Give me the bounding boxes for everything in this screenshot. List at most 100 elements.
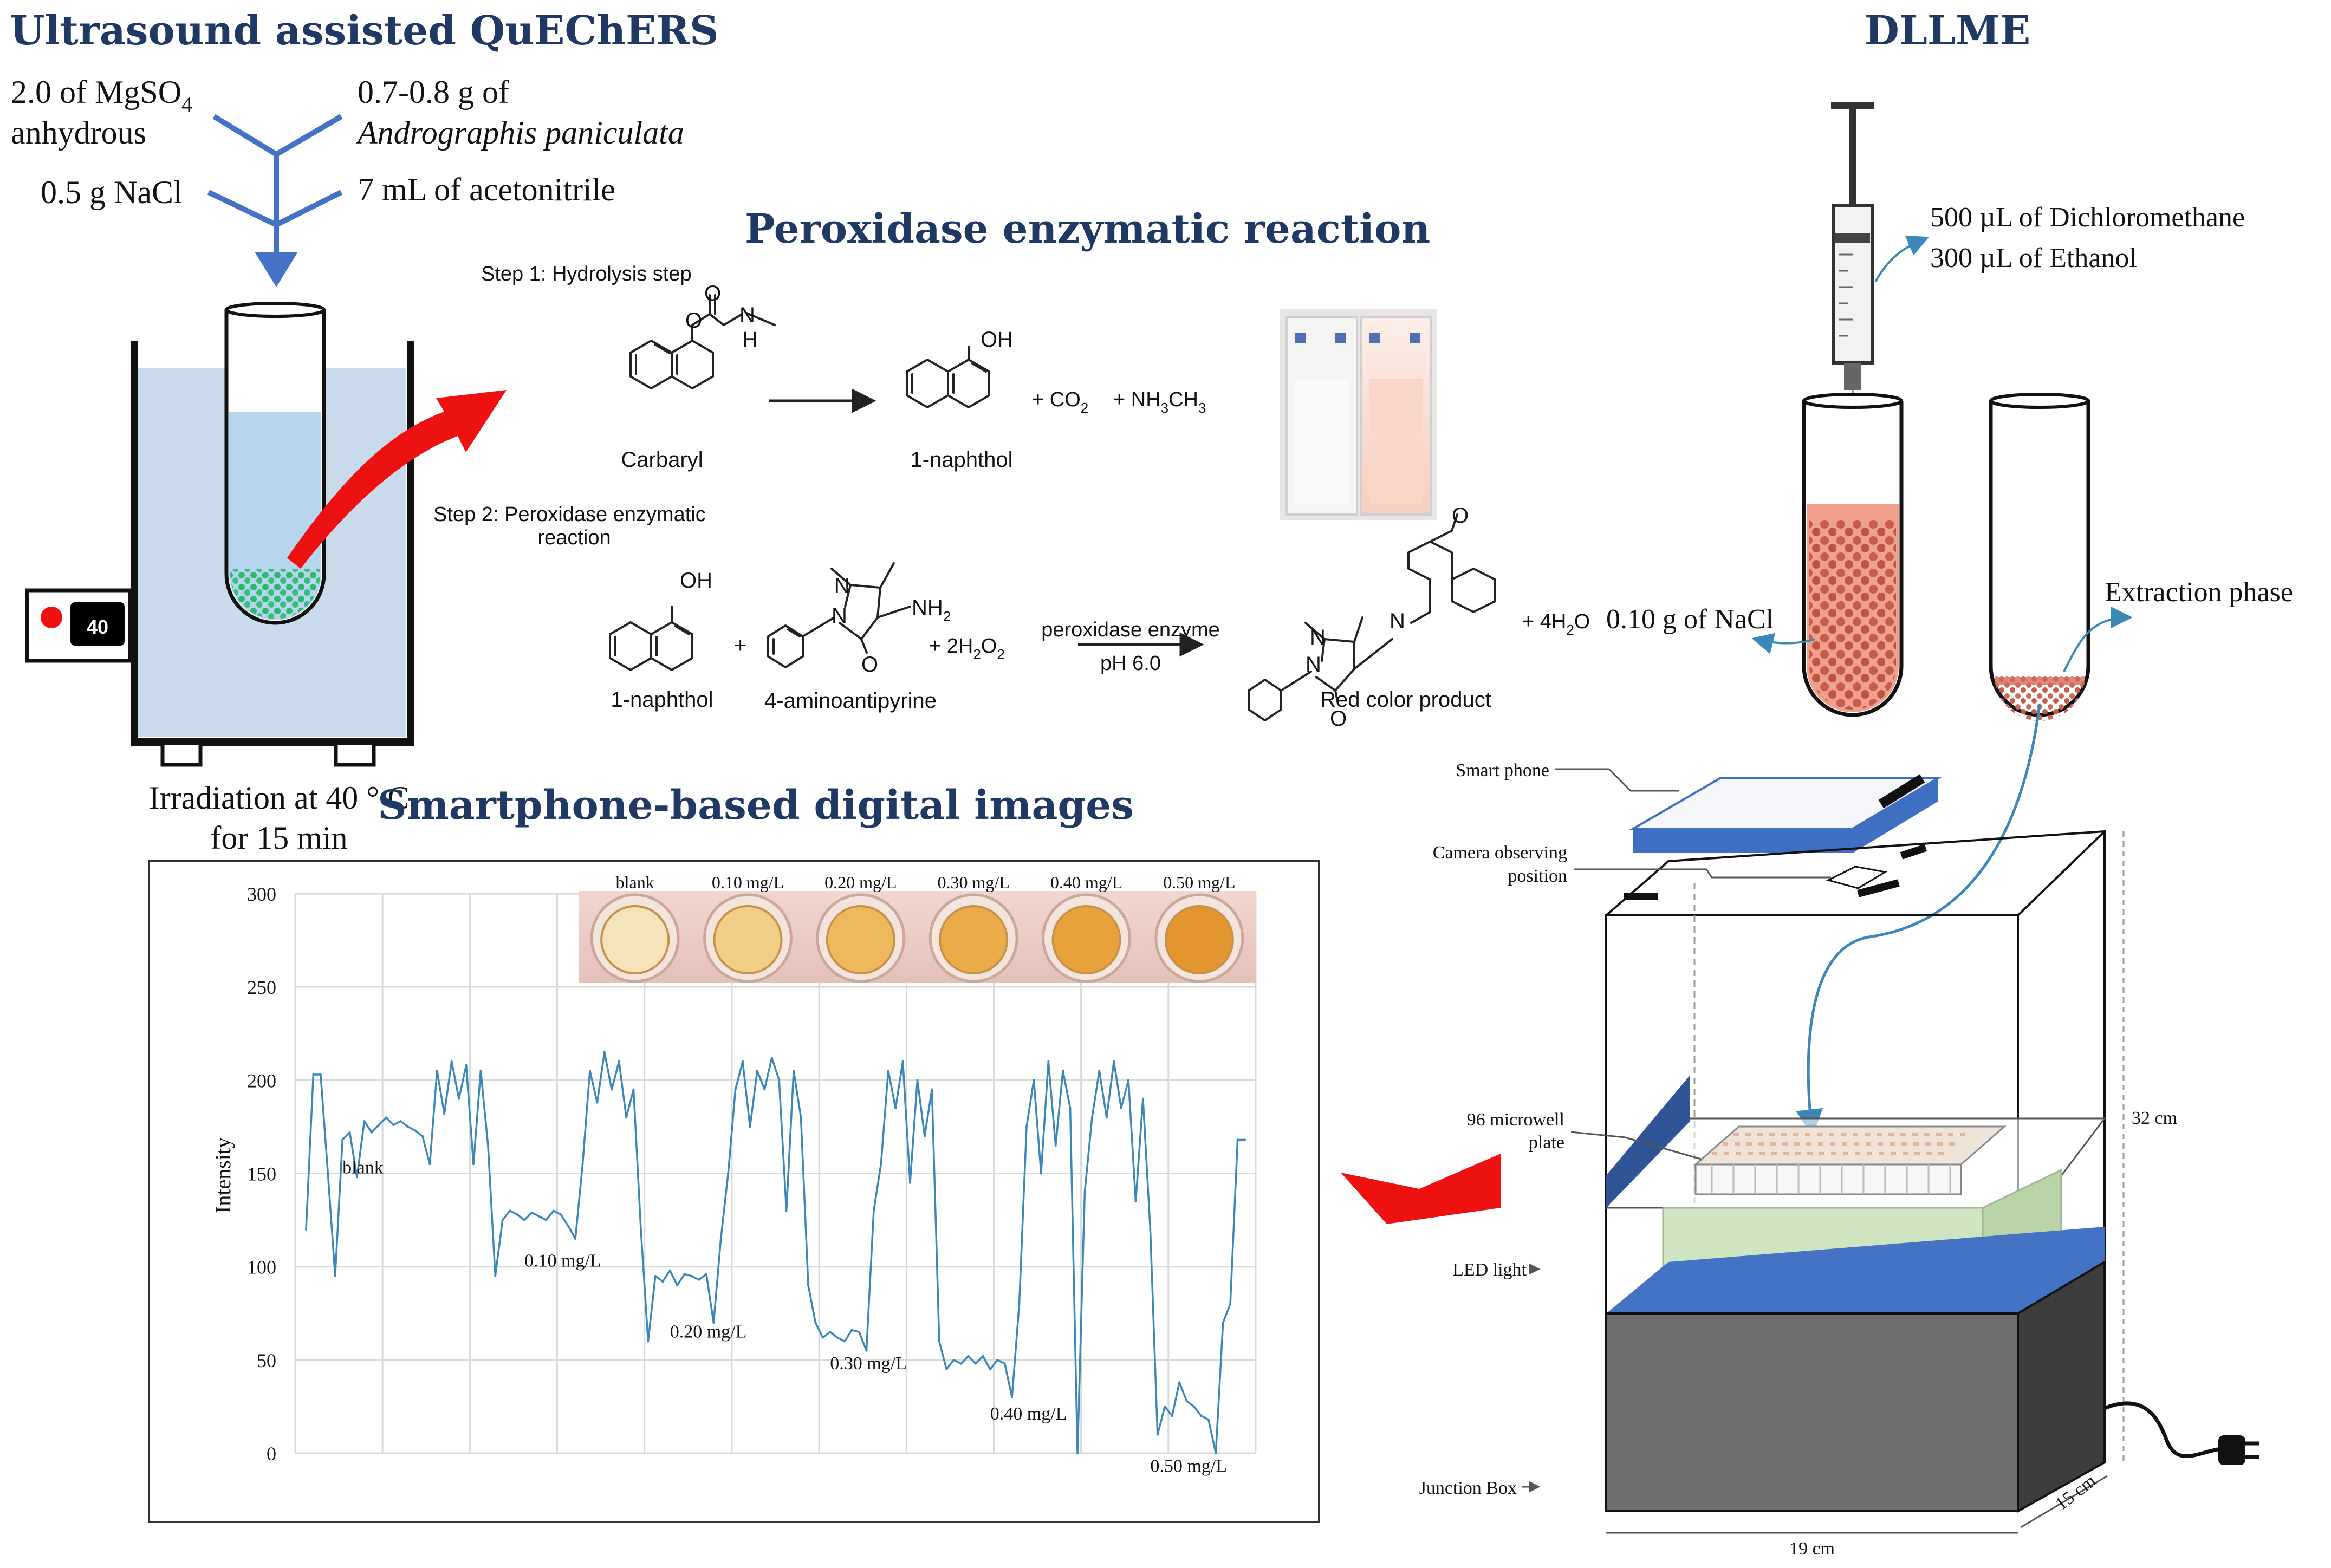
data-point [1149, 1228, 1152, 1231]
well-sample [713, 905, 783, 974]
smart-phone-label: Smart phone [1456, 760, 1549, 780]
data-point [989, 1368, 991, 1371]
data-point [996, 1358, 999, 1361]
data-point [1083, 1190, 1086, 1193]
irradiation-label: Irradiation at 40 ° C [149, 780, 410, 816]
plus-sign: + [734, 634, 746, 658]
data-point [1033, 1079, 1035, 1082]
co2-product: + CO2 [1032, 388, 1088, 416]
data-point [450, 1060, 453, 1063]
data-point [770, 1057, 773, 1059]
data-point [1076, 1452, 1079, 1454]
data-point [1018, 1303, 1021, 1305]
dllme-title: DLLME [1865, 8, 2031, 54]
data-point [378, 1123, 380, 1126]
data-point [1090, 1116, 1093, 1119]
data-point [509, 1209, 511, 1212]
mgso4-label: 2.0 of MgSO4 [11, 74, 192, 116]
data-point [501, 1219, 504, 1221]
aminoantipyrine-label: 4-aminoantipyrine [764, 689, 937, 713]
intensity-series-line [305, 1051, 1245, 1454]
data-point [611, 1088, 613, 1091]
svg-text:N: N [1389, 609, 1405, 633]
data-point [880, 1163, 882, 1166]
data-point [618, 1060, 620, 1063]
acetonitrile-label: 7 mL of acetonitrile [358, 172, 615, 207]
y-tick-label: 200 [247, 1070, 276, 1091]
svg-text:NH2: NH2 [912, 596, 951, 624]
power-led-icon [41, 607, 62, 628]
data-point [1164, 1405, 1166, 1408]
data-point [858, 1331, 860, 1333]
data-point [341, 1138, 344, 1141]
well-sample [826, 905, 895, 974]
bath-foot-right [334, 741, 376, 767]
data-point [1105, 1116, 1108, 1119]
data-point [385, 1116, 387, 1119]
data-point [865, 1349, 868, 1352]
junction-box [1605, 1312, 2019, 1512]
data-point [363, 1120, 366, 1123]
tube-opening [225, 302, 326, 318]
data-point [800, 1116, 802, 1119]
data-point [1098, 1070, 1101, 1072]
dllme-section: DLLME 500 µL of Dichloromethane 300 µL o… [1606, 8, 2293, 1137]
well-image-label: blank [616, 873, 654, 892]
data-point [982, 1355, 984, 1357]
well-sample [1164, 905, 1234, 974]
camera-label-line2: position [1508, 866, 1567, 886]
result-arrow-red [1341, 1154, 1501, 1224]
sample-amount-label: 0.7-0.8 g of [358, 74, 509, 110]
data-point [407, 1125, 410, 1128]
data-point [1178, 1381, 1181, 1384]
device-diagram: Smart phone Camera observing position 96… [1419, 760, 2259, 1559]
data-point [945, 1368, 948, 1371]
width-dimension: 19 cm [1789, 1539, 1835, 1559]
data-point [327, 1172, 329, 1175]
data-point [727, 1172, 730, 1175]
dllme-nacl-label: 0.10 g of NaCl [1606, 604, 1774, 635]
data-point [1192, 1405, 1195, 1408]
data-point [305, 1228, 307, 1231]
microwell-plate [1693, 1125, 2007, 1195]
well-image-label: 0.50 mg/L [1163, 873, 1235, 892]
nacl-arrow [1751, 633, 1815, 654]
data-point [1215, 1452, 1217, 1454]
data-point [516, 1213, 518, 1216]
data-point [1054, 1144, 1057, 1147]
data-point [756, 1070, 758, 1072]
ph-label: pH 6.0 [1100, 652, 1161, 675]
carbaryl-label: Carbaryl [621, 448, 703, 472]
well-image-strip [579, 891, 1256, 983]
data-point [1003, 1362, 1006, 1365]
transfer-arrow-red [287, 390, 507, 569]
data-point [356, 1176, 359, 1179]
data-point [647, 1340, 650, 1343]
data-point [472, 1163, 475, 1166]
aminoantipyrine-structure: N N O NH2 [767, 562, 951, 676]
step2-label-line2: reaction [537, 526, 611, 549]
naphthol-label: 1-naphthol [910, 448, 1012, 472]
data-point [588, 1070, 591, 1072]
data-point [1156, 1433, 1159, 1436]
methylamine-product: + NH3CH3 [1113, 388, 1206, 416]
data-point [596, 1101, 599, 1104]
led-base-top [1606, 1227, 2105, 1313]
data-point [479, 1070, 482, 1072]
naphthol-structure-2: OH [609, 569, 712, 671]
svg-text:O: O [685, 309, 702, 333]
data-point [465, 1064, 468, 1066]
data-point [560, 1213, 562, 1216]
y-tick-label: 100 [247, 1257, 276, 1278]
data-point [814, 1321, 817, 1324]
data-point [734, 1088, 737, 1091]
concentration-annotation: 0.50 mg/L [1150, 1456, 1227, 1476]
data-point [807, 1284, 809, 1287]
data-point [1229, 1303, 1232, 1305]
data-point [1200, 1415, 1203, 1417]
data-point [952, 1358, 955, 1361]
data-point [931, 1088, 933, 1091]
concentration-annotation: 0.10 mg/L [524, 1251, 601, 1271]
